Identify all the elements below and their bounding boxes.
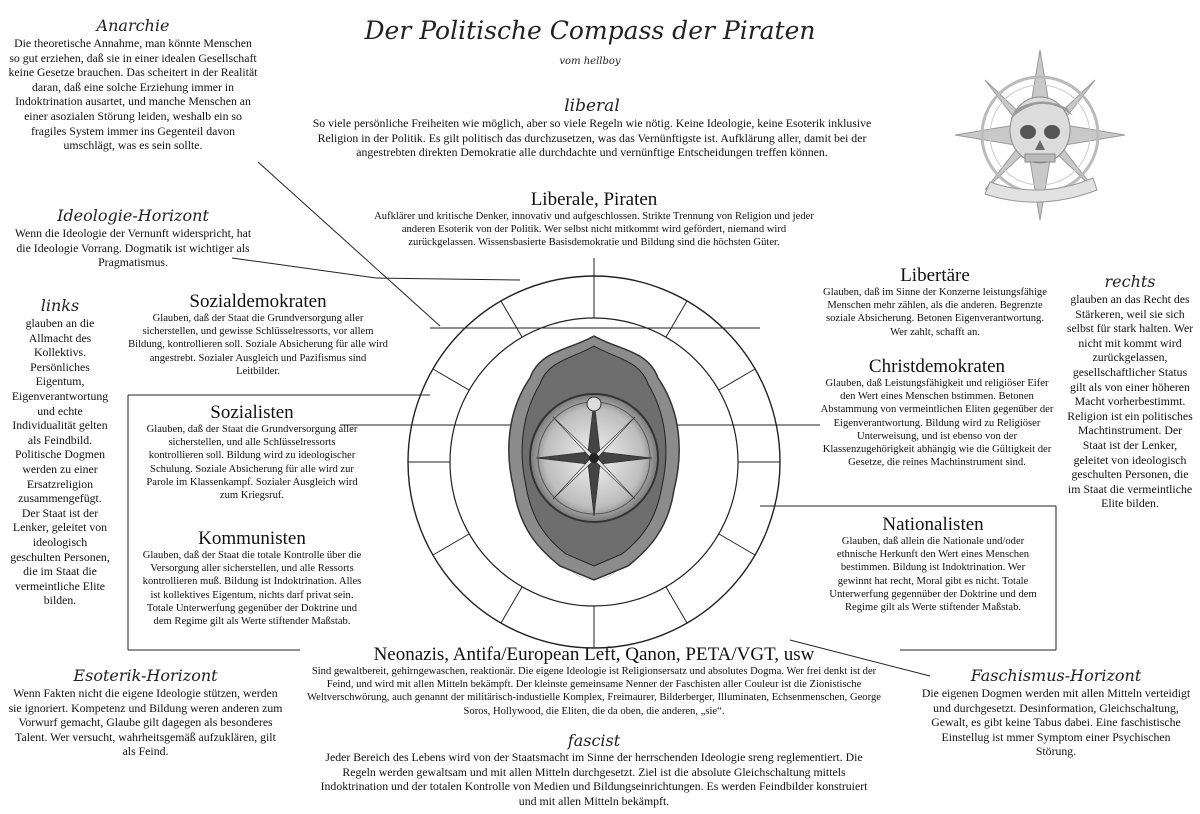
section-heading: Christdemokraten <box>868 356 1006 377</box>
section-nationalisten: Nationalisten Glauben, daß allein die Na… <box>826 515 1040 614</box>
section-liberal: liberal So viele persönliche Freiheiten … <box>292 96 892 160</box>
section-heading: Sozialisten <box>210 402 294 423</box>
section-liberale-piraten: Liberale, Piraten Aufklärer und kritisch… <box>372 190 816 250</box>
section-heading: Neonazis, Antifa/European Left, Qanon, P… <box>373 644 815 665</box>
section-esoterik-horizont: Esoterik-Horizont Wenn Fakten nicht die … <box>8 666 283 759</box>
section-text: Glauben, daß im Sinne der Konzerne leist… <box>823 287 1047 338</box>
ring-divider <box>432 368 470 391</box>
section-text: glauben an die Allmacht des Kollektivs. … <box>10 316 110 608</box>
section-sozialdemokraten: Sozialdemokraten Glauben, daß der Staat … <box>128 292 388 378</box>
ring-divider <box>718 368 756 391</box>
section-heading: Esoterik-Horizont <box>73 666 218 685</box>
page-title: Der Politische Compass der Piraten <box>364 16 816 45</box>
page-subtitle: vom hellboy <box>559 56 621 67</box>
section-heading: Kommunisten <box>198 528 306 549</box>
section-text: Wenn die Ideologie der Vernunft widerspr… <box>14 226 252 270</box>
section-rechts: rechts glauben an das Recht des Stärkere… <box>1066 272 1194 511</box>
pirate-skull-compass-icon <box>955 50 1125 220</box>
section-heading: Anarchie <box>96 16 170 35</box>
faschismus-connector <box>789 639 931 677</box>
section-anarchie: Anarchie Die theoretische Annahme, man k… <box>8 16 258 153</box>
section-heading: liberal <box>564 96 620 116</box>
section-neonazis: Neonazis, Antifa/European Left, Qanon, P… <box>304 645 884 718</box>
section-heading: Liberale, Piraten <box>530 189 658 210</box>
anarchie-connector <box>257 161 441 327</box>
section-christdemokraten: Christdemokraten Glauben, daß Leistungsf… <box>818 357 1056 469</box>
section-text: Glauben, daß der Staat die Grundversorgu… <box>128 313 388 377</box>
section-kommunisten: Kommunisten Glauben, daß der Staat die t… <box>140 529 364 628</box>
section-text: Glauben, daß Leistungsfähigkeit und reli… <box>820 378 1054 469</box>
section-ideologie-horizont: Ideologie-Horizont Wenn die Ideologie de… <box>8 206 258 270</box>
section-heading: Libertäre <box>900 265 970 286</box>
section-heading: Ideologie-Horizont <box>57 206 209 225</box>
ring-divider <box>500 300 523 338</box>
section-text: Aufklärer und kritische Denker, innovati… <box>374 211 814 249</box>
section-heading: rechts <box>1104 272 1156 291</box>
section-text: Die theoretische Annahme, man könnte Men… <box>8 36 258 153</box>
section-text: Glauben, daß der Staat die Grundversorgu… <box>146 424 358 502</box>
ring-divider <box>500 586 523 624</box>
section-heading: Nationalisten <box>882 514 984 535</box>
section-text: Wenn Fakten nicht die eigene Ideologie s… <box>8 686 283 759</box>
ring-divider <box>718 533 756 556</box>
ring-divider <box>665 586 688 624</box>
section-libertaere: Libertäre Glauben, daß im Sinne der Konz… <box>822 266 1048 339</box>
section-heading: Faschismus-Horizont <box>970 666 1142 685</box>
compass-rose-icon <box>508 335 680 581</box>
section-faschismus-horizont: Faschismus-Horizont Die eigenen Dogmen w… <box>920 666 1192 759</box>
ring-divider <box>432 533 470 556</box>
section-sozialisten: Sozialisten Glauben, daß der Staat die G… <box>140 403 364 502</box>
section-text: Glauben, daß der Staat die totale Kontro… <box>142 550 362 628</box>
section-text: Sind gewaltbereit, gehirngewaschen, reak… <box>307 666 881 717</box>
section-links: links glauben an die Allmacht des Kollek… <box>8 296 112 608</box>
section-fascist: fascist Jeder Bereich des Lebens wird vo… <box>312 732 876 808</box>
section-text: Glauben, daß allein die Nationale und/od… <box>829 536 1037 614</box>
ring-divider <box>665 300 688 338</box>
section-text: Die eigenen Dogmen werden mit allen Mitt… <box>921 686 1191 759</box>
ideologie-connector <box>231 257 377 279</box>
section-text: glauben an das Recht des Stärkeren, weil… <box>1066 292 1194 511</box>
section-heading: links <box>40 296 80 315</box>
ideologie-connector-2 <box>375 277 521 281</box>
section-heading: fascist <box>567 731 621 750</box>
section-text: So viele persönliche Freiheiten wie mögl… <box>312 116 872 160</box>
section-heading: Sozialdemokraten <box>189 291 327 312</box>
section-text: Jeder Bereich des Lebens wird von der St… <box>320 750 868 808</box>
